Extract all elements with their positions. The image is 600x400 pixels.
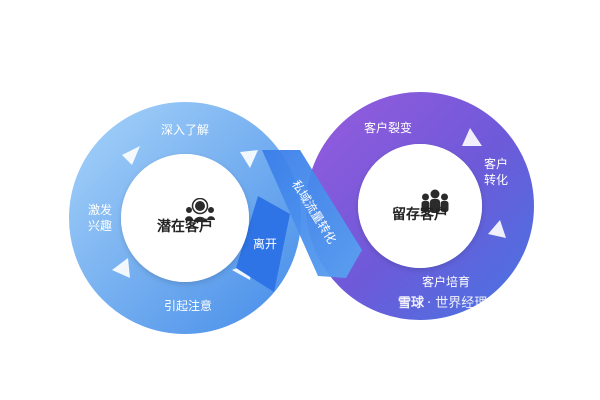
segment-label-spark-interest: 激发兴趣 (87, 203, 112, 233)
watermark: 雪球· 世界经理人 (398, 292, 500, 311)
watermark-text: · 世界经理人 (427, 296, 501, 311)
bridge-band (262, 150, 362, 278)
right-hub (358, 144, 482, 268)
segment-label-deep-understanding: 深入了解 (160, 123, 210, 137)
segment-label-customer-nurture: 客户培育 (421, 275, 471, 289)
watermark-logo: 雪球 (398, 296, 425, 311)
leave-segment (236, 196, 290, 292)
left-hub-title: 潜在客户 (157, 219, 213, 235)
segment-label-customer-fission: 客户裂变 (363, 121, 413, 135)
segment-label-customer-conversion: 客户转化 (483, 157, 508, 187)
segment-label-leave: 离开 (252, 237, 278, 251)
left-hub (121, 154, 249, 282)
right-hub-title: 留存客户 (392, 207, 448, 223)
segment-label-attract-attention: 引起注意 (163, 299, 213, 313)
